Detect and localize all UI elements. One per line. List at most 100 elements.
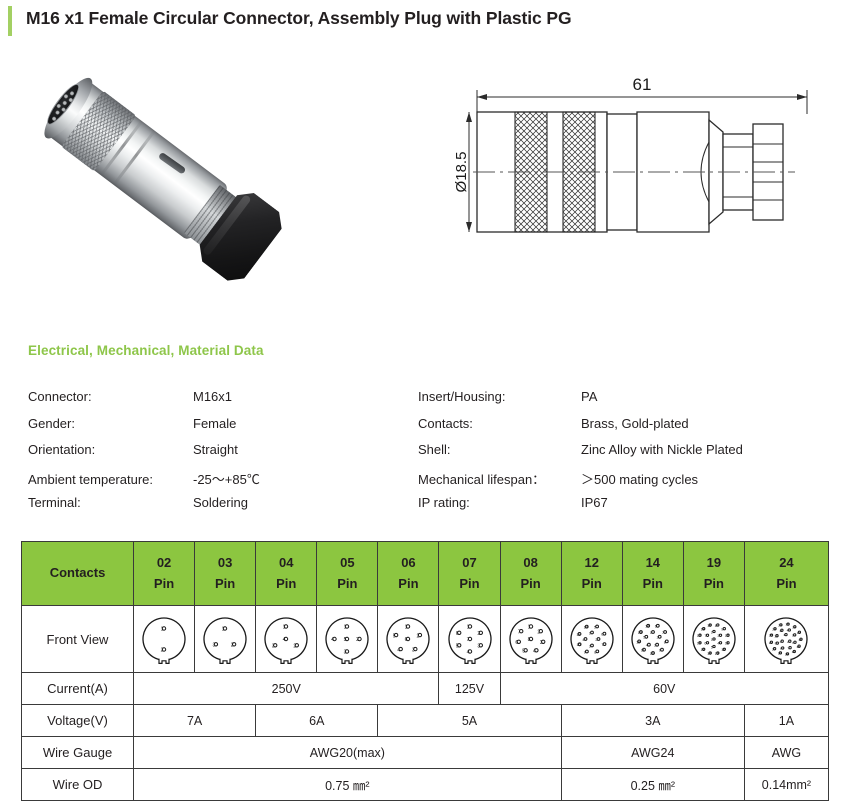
table-row-label: Wire OD	[21, 768, 134, 801]
svg-text:22: 22	[769, 634, 773, 638]
svg-text:3: 3	[717, 634, 719, 638]
spec-list-left: Connector: M16x1 Gender: Female Orientat…	[28, 389, 418, 522]
spec-row: Ambient temperature: -25～+85℃	[28, 469, 418, 496]
svg-text:16: 16	[797, 645, 801, 649]
svg-text:2: 2	[656, 636, 658, 640]
svg-text:10: 10	[650, 652, 654, 656]
spec-value: Straight	[193, 442, 238, 457]
svg-text:17: 17	[792, 650, 796, 654]
svg-text:13: 13	[793, 625, 797, 629]
svg-text:1: 1	[466, 625, 469, 631]
svg-text:7: 7	[601, 643, 603, 647]
svg-text:15: 15	[799, 638, 803, 642]
spec-value: IP67	[581, 495, 608, 510]
table-data-cell: AWG	[743, 736, 829, 769]
spec-label: Orientation:	[28, 442, 96, 457]
spec-label: Contacts:	[418, 415, 473, 431]
svg-text:5: 5	[393, 633, 396, 639]
svg-text:11: 11	[576, 633, 580, 637]
svg-text:3: 3	[477, 644, 480, 650]
product-photo-stage	[20, 62, 320, 292]
svg-text:1: 1	[527, 625, 530, 631]
svg-text:16: 16	[697, 642, 701, 646]
table-data-cell: 0.25 ㎜²	[560, 768, 745, 801]
svg-text:3: 3	[412, 647, 415, 653]
svg-text:6: 6	[601, 633, 603, 637]
svg-text:2: 2	[595, 638, 597, 642]
svg-text:12: 12	[636, 640, 640, 644]
svg-text:10: 10	[775, 634, 779, 638]
svg-text:8: 8	[663, 640, 665, 644]
svg-text:15: 15	[700, 648, 704, 652]
svg-text:14: 14	[707, 652, 711, 656]
table-data-cell: 1A	[743, 704, 829, 737]
spec-section-header: Electrical, Mechanical, Material Data	[28, 343, 264, 358]
svg-text:18: 18	[785, 653, 789, 657]
svg-text:4: 4	[466, 650, 469, 656]
svg-text:12: 12	[583, 626, 587, 630]
spec-label: Insert/Housing:	[418, 389, 506, 404]
table-data-cell: 7A	[132, 704, 257, 737]
svg-text:2: 2	[356, 637, 359, 643]
spec-label: Ambient temperature:	[28, 471, 154, 487]
svg-text:3: 3	[780, 640, 782, 644]
svg-text:5: 5	[594, 625, 596, 629]
dimension-diameter-label: Ø18.5	[455, 152, 470, 193]
svg-text:1: 1	[784, 633, 786, 637]
svg-text:10: 10	[725, 634, 729, 638]
svg-text:5: 5	[643, 636, 645, 640]
spec-row: Insert/Housing: PA	[418, 389, 838, 416]
svg-text:1: 1	[589, 631, 591, 635]
svg-text:4: 4	[398, 647, 401, 653]
spec-value: PA	[581, 389, 598, 404]
table-row-label: Wire Gauge	[21, 736, 134, 769]
svg-text:3: 3	[344, 650, 347, 656]
table-corner-label: Contacts	[21, 541, 134, 606]
spec-row: IP rating: IP67	[418, 495, 838, 522]
svg-text:7: 7	[662, 631, 664, 635]
svg-text:1: 1	[344, 625, 347, 631]
svg-text:2: 2	[711, 630, 713, 634]
svg-text:1: 1	[222, 627, 225, 633]
svg-text:14: 14	[645, 625, 649, 629]
svg-text:7: 7	[517, 629, 520, 635]
spec-list-right: Insert/Housing: PA Contacts: Brass, Gold…	[418, 389, 838, 522]
svg-text:13: 13	[715, 652, 719, 656]
svg-text:6: 6	[704, 642, 706, 646]
svg-text:8: 8	[527, 637, 530, 643]
svg-text:7: 7	[788, 646, 790, 650]
svg-text:5: 5	[344, 637, 347, 643]
spec-row: Gender: Female	[28, 416, 418, 443]
spec-value: Female	[193, 415, 237, 431]
svg-text:7: 7	[704, 634, 706, 638]
table-data-cell: 0.75 ㎜²	[133, 768, 562, 801]
svg-text:23: 23	[773, 627, 777, 631]
svg-text:2: 2	[788, 640, 790, 644]
svg-text:2: 2	[231, 643, 234, 649]
spec-label: Terminal:	[28, 495, 81, 510]
svg-text:10: 10	[576, 643, 580, 647]
